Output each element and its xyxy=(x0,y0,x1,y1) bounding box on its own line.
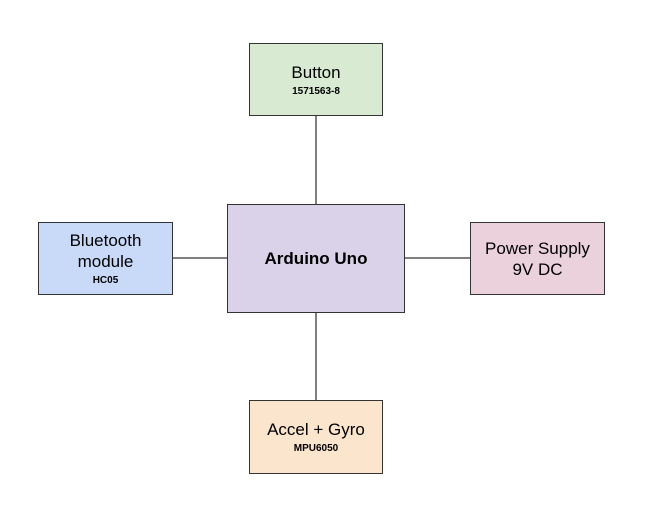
button-node-part: 1571563-8 xyxy=(292,85,340,97)
bluetooth-node-part: HC05 xyxy=(92,275,119,286)
bluetooth-node: Bluetooth module HC05 xyxy=(38,222,173,295)
bluetooth-node-title-line1: Bluetooth xyxy=(69,231,142,250)
power-node-title-line1: Power Supply xyxy=(485,238,590,258)
accel-node-title: Accel + Gyro xyxy=(267,420,365,439)
power-node-title-line2: 9V DC xyxy=(512,259,563,279)
button-node-title: Button xyxy=(291,62,341,82)
button-node: Button 1571563-8 xyxy=(249,43,383,116)
arduino-node: Arduino Uno xyxy=(227,204,405,313)
bluetooth-node-title-line2: module xyxy=(77,252,134,271)
arduino-node-title: Arduino Uno xyxy=(264,248,368,268)
accel-gyro-node: Accel + Gyro MPU6050 xyxy=(249,400,383,474)
power-supply-node: Power Supply 9V DC xyxy=(470,222,605,295)
accel-node-part: MPU6050 xyxy=(293,443,339,454)
